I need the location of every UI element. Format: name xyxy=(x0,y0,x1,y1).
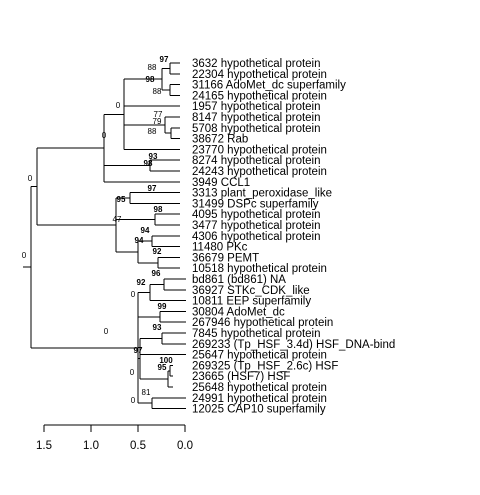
scale-tick-label: 0.5 xyxy=(130,440,146,452)
leaf-label: 12025 CAP10 superfamily xyxy=(192,404,326,416)
leaf-label: 5708 hypothetical protein xyxy=(192,123,321,135)
bootstrap-value: 97 xyxy=(134,346,143,355)
bootstrap-value: 95 xyxy=(117,195,126,204)
leaf-label: 23665 (HSF7) HSF xyxy=(192,371,290,383)
leaf-label: 8274 hypothetical protein xyxy=(192,155,321,167)
bootstrap-value: 88 xyxy=(148,63,157,72)
leaf-label: 269233 (Tp_HSF_3.4d) HSF_DNA-bind xyxy=(192,339,395,351)
bootstrap-value: 0 xyxy=(22,251,27,260)
leaf-label: 24991 hypothetical protein xyxy=(192,393,327,405)
bootstrap-value: 0 xyxy=(131,396,136,405)
leaf-label: 7845 hypothetical protein xyxy=(192,328,321,340)
leaf-label: 269325 (Tp_HSF_2.6c) HSF xyxy=(192,360,338,372)
bootstrap-value: 95 xyxy=(158,363,167,372)
leaf-label: 4095 hypothetical protein xyxy=(192,209,321,221)
bootstrap-value: 92 xyxy=(137,278,146,287)
leaf-label: 31499 DSPc superfamily xyxy=(192,198,319,210)
leaf-label: 22304 hypothetical protein xyxy=(192,69,327,81)
bootstrap-value: 0 xyxy=(116,101,121,110)
bootstrap-value: 94 xyxy=(135,236,144,245)
bootstrap-value: 81 xyxy=(142,388,151,397)
bootstrap-value: 98 xyxy=(146,75,155,84)
leaf-label: 267946 hypothetical protein xyxy=(192,317,333,329)
bootstrap-labels: 9788988807779880939809795984794949209692… xyxy=(22,55,173,405)
bootstrap-value: 93 xyxy=(153,323,162,332)
bootstrap-value: 0 xyxy=(131,290,136,299)
leaf-label: bd861 (bd861) NA xyxy=(192,274,286,286)
scale-axis: 1.5 1.0 0.5 0.0 xyxy=(36,424,193,452)
leaf-label: 11480 PKc xyxy=(192,242,248,254)
bootstrap-value: 97 xyxy=(148,184,157,193)
leaf-label: 25647 hypothetical protein xyxy=(192,350,327,362)
bootstrap-value: 94 xyxy=(141,226,150,235)
bootstrap-value: 79 xyxy=(153,117,162,126)
leaf-label: 36679 PEMT xyxy=(192,252,259,264)
leaf-label: 23770 hypothetical protein xyxy=(192,144,327,156)
bootstrap-value: 98 xyxy=(144,159,153,168)
bootstrap-value: 93 xyxy=(149,152,158,161)
leaf-label: 25648 hypothetical protein xyxy=(192,382,327,394)
bootstrap-value: 88 xyxy=(148,127,157,136)
bootstrap-value: 88 xyxy=(153,87,162,96)
bootstrap-value: 99 xyxy=(158,302,167,311)
leaf-label: 10811 EEP superfamily xyxy=(192,296,311,308)
leaf-label: 24243 hypothetical protein xyxy=(192,166,327,178)
bootstrap-value: 92 xyxy=(153,247,162,256)
leaf-label: 38672 Rab xyxy=(192,134,248,146)
bootstrap-value: 47 xyxy=(113,215,122,224)
bootstrap-value: 0 xyxy=(130,368,135,377)
leaf-label: 10518 hypothetical protein xyxy=(192,263,327,275)
bootstrap-value: 0 xyxy=(102,131,107,140)
scale-tick-label: 1.0 xyxy=(83,440,99,452)
leaf-label: 1957 hypothetical protein xyxy=(192,101,321,113)
leaf-label: 3313 plant_peroxidase_like xyxy=(192,188,332,200)
bootstrap-value: 77 xyxy=(154,110,163,119)
bootstrap-value: 97 xyxy=(160,55,169,64)
tree-branches xyxy=(23,62,186,410)
leaf-label: 3632 hypothetical protein xyxy=(192,58,321,70)
leaf-label: 3949 CCL1 xyxy=(192,177,250,189)
bootstrap-value: 0 xyxy=(104,327,109,336)
bootstrap-value: 100 xyxy=(159,356,173,365)
scale-tick-label: 1.5 xyxy=(36,440,52,452)
bootstrap-value: 0 xyxy=(28,174,33,183)
leaf-label: 31166 AdoMet_dc superfamily xyxy=(192,80,346,92)
scale-tick-label: 0.0 xyxy=(177,440,193,452)
bootstrap-value: 96 xyxy=(152,269,161,278)
leaf-label: 8147 hypothetical protein xyxy=(192,112,321,124)
leaf-label: 30804 AdoMet_dc xyxy=(192,306,285,318)
leaf-label: 36927 STKc_CDK_like xyxy=(192,285,310,297)
leaf-label: 4306 hypothetical protein xyxy=(192,231,321,243)
bootstrap-value: 98 xyxy=(154,205,163,214)
leaf-label: 3477 hypothetical protein xyxy=(192,220,321,232)
leaf-label: 24165 hypothetical protein xyxy=(192,90,327,102)
